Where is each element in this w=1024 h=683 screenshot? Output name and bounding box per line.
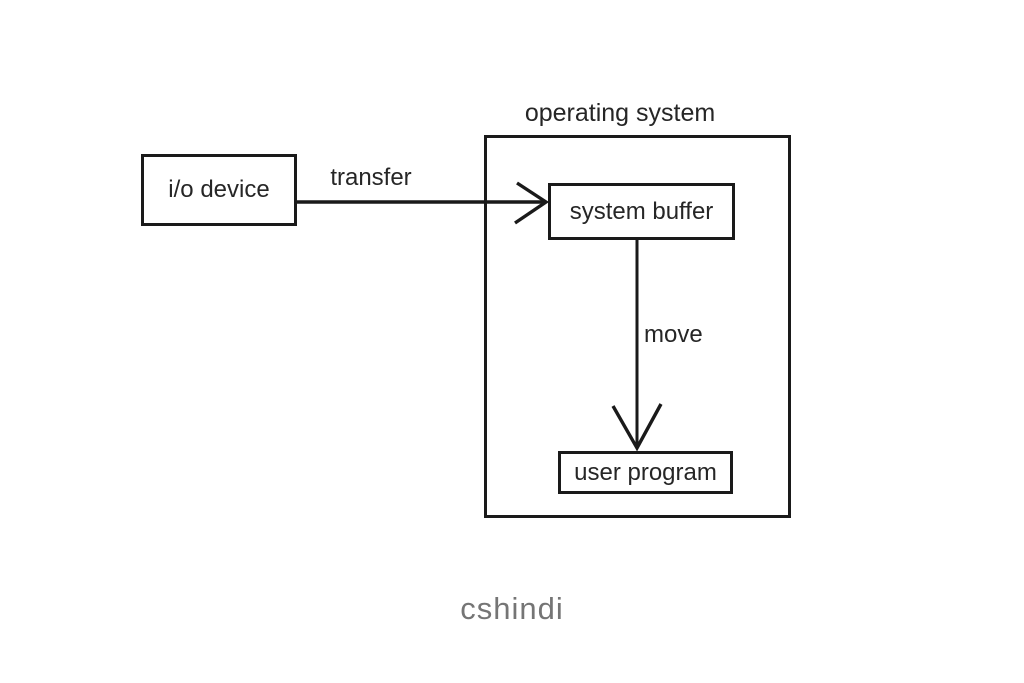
operating-system-box (484, 135, 791, 518)
user-program-node: user program (558, 451, 733, 494)
system-buffer-node: system buffer (548, 183, 735, 240)
operating-system-label: operating system (524, 99, 716, 127)
io-device-label: i/o device (168, 176, 270, 203)
watermark-text: cshindi (460, 591, 564, 626)
transfer-edge-label: transfer (330, 164, 412, 191)
system-buffer-label: system buffer (569, 197, 714, 225)
io-device-node: i/o device (141, 154, 297, 226)
move-edge-label: move (644, 321, 703, 348)
user-program-label: user program (574, 458, 717, 486)
